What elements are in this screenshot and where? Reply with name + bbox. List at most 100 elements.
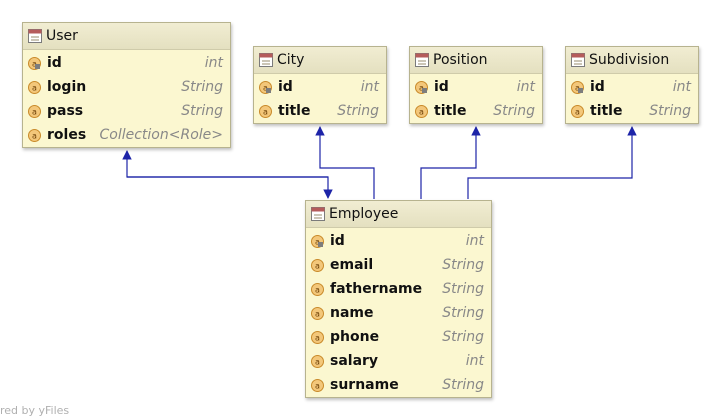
svg-text:a: a — [315, 333, 320, 342]
entity-header: User — [23, 23, 230, 50]
field-row-roles[interactable]: a roles Collection<Role> — [23, 123, 230, 147]
field-type: String — [442, 305, 484, 321]
field-name: id — [330, 233, 345, 249]
entity-header: Employee — [306, 201, 491, 228]
field-icon: a — [311, 282, 324, 296]
entity-header: Position — [410, 47, 542, 74]
field-name: login — [47, 79, 87, 95]
field-type: int — [516, 79, 535, 95]
field-name: email — [330, 257, 374, 273]
field-icon: a — [311, 378, 324, 392]
field-name: title — [590, 103, 623, 119]
field-row-login[interactable]: a login String — [23, 75, 230, 99]
field-name: id — [47, 55, 62, 71]
field-type: Collection<Role> — [99, 127, 223, 143]
field-name: phone — [330, 329, 380, 345]
field-icon: a — [311, 354, 324, 368]
field-name: title — [278, 103, 311, 119]
svg-text:a: a — [315, 237, 320, 246]
field-icon: a — [311, 306, 324, 320]
field-icon: a — [28, 80, 41, 94]
field-type: String — [493, 103, 535, 119]
entity-header: City — [254, 47, 386, 74]
svg-text:a: a — [263, 83, 268, 92]
field-type: String — [442, 281, 484, 297]
primary-key-field-icon: a — [415, 80, 428, 94]
field-type: String — [181, 103, 223, 119]
entity-class-icon — [259, 53, 273, 67]
svg-text:a: a — [315, 357, 320, 366]
field-icon: a — [28, 104, 41, 118]
svg-text:a: a — [32, 107, 37, 116]
field-row-email[interactable]: a email String — [306, 253, 491, 277]
primary-key-field-icon: a — [259, 80, 272, 94]
field-type: String — [181, 79, 223, 95]
field-row-salary[interactable]: a salary int — [306, 349, 491, 373]
primary-key-field-icon: a — [311, 234, 324, 248]
svg-text:a: a — [315, 309, 320, 318]
field-icon: a — [259, 104, 272, 118]
field-type: String — [442, 377, 484, 393]
field-type: int — [204, 55, 223, 71]
footer-credit: red by yFiles — [0, 404, 70, 417]
svg-text:a: a — [575, 107, 580, 116]
field-row-title[interactable]: a title String — [566, 99, 698, 123]
link-employee-to-position — [420, 126, 481, 199]
field-name: salary — [330, 353, 379, 369]
field-type: String — [442, 257, 484, 273]
svg-text:a: a — [575, 83, 580, 92]
field-name: roles — [47, 127, 87, 143]
field-name: name — [330, 305, 374, 321]
field-row-name[interactable]: a name String — [306, 301, 491, 325]
link-employee-to-subdivision — [467, 126, 637, 199]
field-name: id — [278, 79, 293, 95]
svg-text:a: a — [315, 285, 320, 294]
entity-class-icon — [311, 207, 325, 221]
field-type: int — [465, 353, 484, 369]
field-icon: a — [28, 128, 41, 142]
field-name: id — [434, 79, 449, 95]
svg-text:a: a — [315, 261, 320, 270]
entity-title: Position — [433, 52, 488, 68]
svg-text:a: a — [32, 83, 37, 92]
field-name: title — [434, 103, 467, 119]
field-row-pass[interactable]: a pass String — [23, 99, 230, 123]
field-type: String — [442, 329, 484, 345]
link-employee-to-city — [315, 126, 375, 199]
primary-key-field-icon: a — [28, 56, 41, 70]
link-user-to-employee — [127, 176, 333, 199]
field-row-phone[interactable]: a phone String — [306, 325, 491, 349]
entity-header: Subdivision — [566, 47, 698, 74]
entity-class-icon — [571, 53, 585, 67]
link-employee-to-user — [122, 150, 328, 178]
entity-class-icon — [415, 53, 429, 67]
svg-text:a: a — [263, 107, 268, 116]
entity-title: User — [46, 28, 78, 44]
entity-title: Subdivision — [589, 52, 670, 68]
field-type: String — [649, 103, 691, 119]
field-name: pass — [47, 103, 84, 119]
svg-text:a: a — [32, 131, 37, 140]
field-icon: a — [311, 258, 324, 272]
svg-text:a: a — [315, 381, 320, 390]
